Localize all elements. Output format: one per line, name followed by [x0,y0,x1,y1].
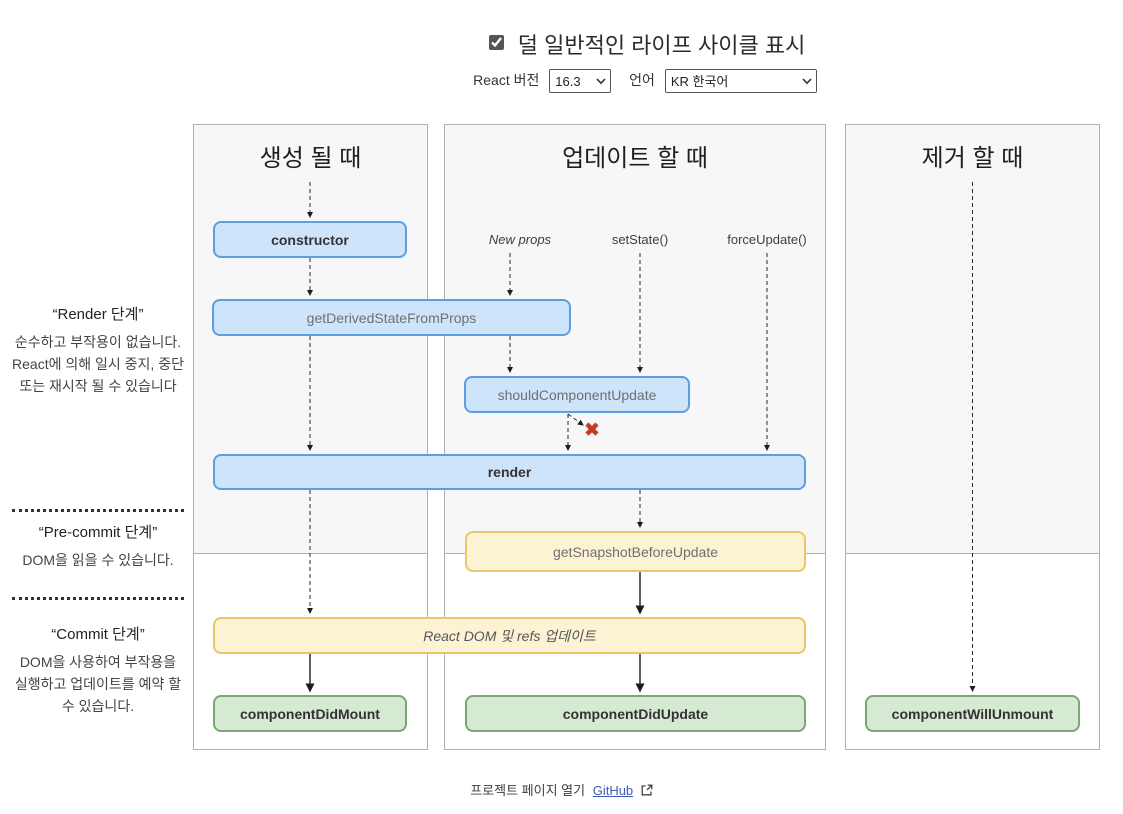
column-mounting: 생성 될 때 [193,124,428,750]
node-react-dom-update: React DOM 및 refs 업데이트 [213,617,806,654]
page-title: 덜 일반적인 라이프 사이클 표시 [517,33,806,58]
trigger-new-props: New props [488,232,552,247]
phase-render-title: “Render 단계” [52,306,144,323]
node-getsnapshotbeforeupdate[interactable]: getSnapshotBeforeUpdate [465,531,806,572]
phase-precommit-description: DOM을 읽을 수 있습니다. [22,552,174,568]
github-link[interactable]: GitHub [592,783,634,798]
node-componentdidmount[interactable]: componentDidMount [213,695,407,732]
react-version-select-wrap: 16.3 [549,69,612,93]
trigger-setstate: setState() [611,232,669,247]
phase-precommit-section: “Pre-commit 단계” DOM을 읽을 수 있습니다. [12,521,184,571]
render-phase-background [846,125,1099,554]
phase-divider [12,509,184,512]
column-mounting-title: 생성 될 때 [259,145,362,172]
column-unmounting: 제거 할 때 [845,124,1100,750]
phase-commit-description: DOM을 사용하여 부작용을 실행하고 업데이트를 예약 할 수 있습니다. [14,654,182,714]
column-updating-title: 업데이트 할 때 [562,145,708,172]
node-componentdidupdate[interactable]: componentDidUpdate [465,695,806,732]
node-shouldcomponentupdate[interactable]: shouldComponentUpdate [464,376,690,413]
language-select[interactable]: KR 한국어 [664,69,817,93]
language-label: 언어 [629,71,655,88]
controls-row: React 버전 16.3 언어 KR 한국어 [190,69,1100,93]
page-title-row: 덜 일반적인 라이프 사이클 표시 [190,28,1100,60]
language-select-wrap: KR 한국어 [664,69,817,93]
phase-render-description: 순수하고 부작용이 없습니다. React에 의해 일시 중지, 중단 또는 재… [12,334,184,394]
external-link-icon [637,783,653,798]
footer-text: 프로젝트 페이지 열기 [470,783,586,798]
trigger-forceupdate: forceUpdate() [727,232,807,247]
phase-precommit-title: “Pre-commit 단계” [38,524,158,541]
less-common-lifecycles-checkbox[interactable] [488,35,504,50]
node-getderivedstatefromprops[interactable]: getDerivedStateFromProps [212,299,571,336]
react-version-label: React 버전 [473,71,540,88]
phase-commit-title: “Commit 단계” [51,626,145,643]
footer: 프로젝트 페이지 열기 GitHub [0,780,1123,799]
node-componentwillunmount[interactable]: componentWillUnmount [865,695,1080,732]
react-version-select[interactable]: 16.3 [549,69,612,93]
node-render[interactable]: render [213,454,806,490]
false-branch-x-icon: ✖ [584,420,600,441]
node-constructor[interactable]: constructor [213,221,407,258]
phase-render-section: “Render 단계” 순수하고 부작용이 없습니다. React에 의해 일시… [12,303,184,397]
phase-divider [12,597,184,600]
column-updating: 업데이트 할 때 [444,124,826,750]
column-unmounting-title: 제거 할 때 [921,145,1024,172]
phase-commit-section: “Commit 단계” DOM을 사용하여 부작용을 실행하고 업데이트를 예약… [12,623,184,717]
